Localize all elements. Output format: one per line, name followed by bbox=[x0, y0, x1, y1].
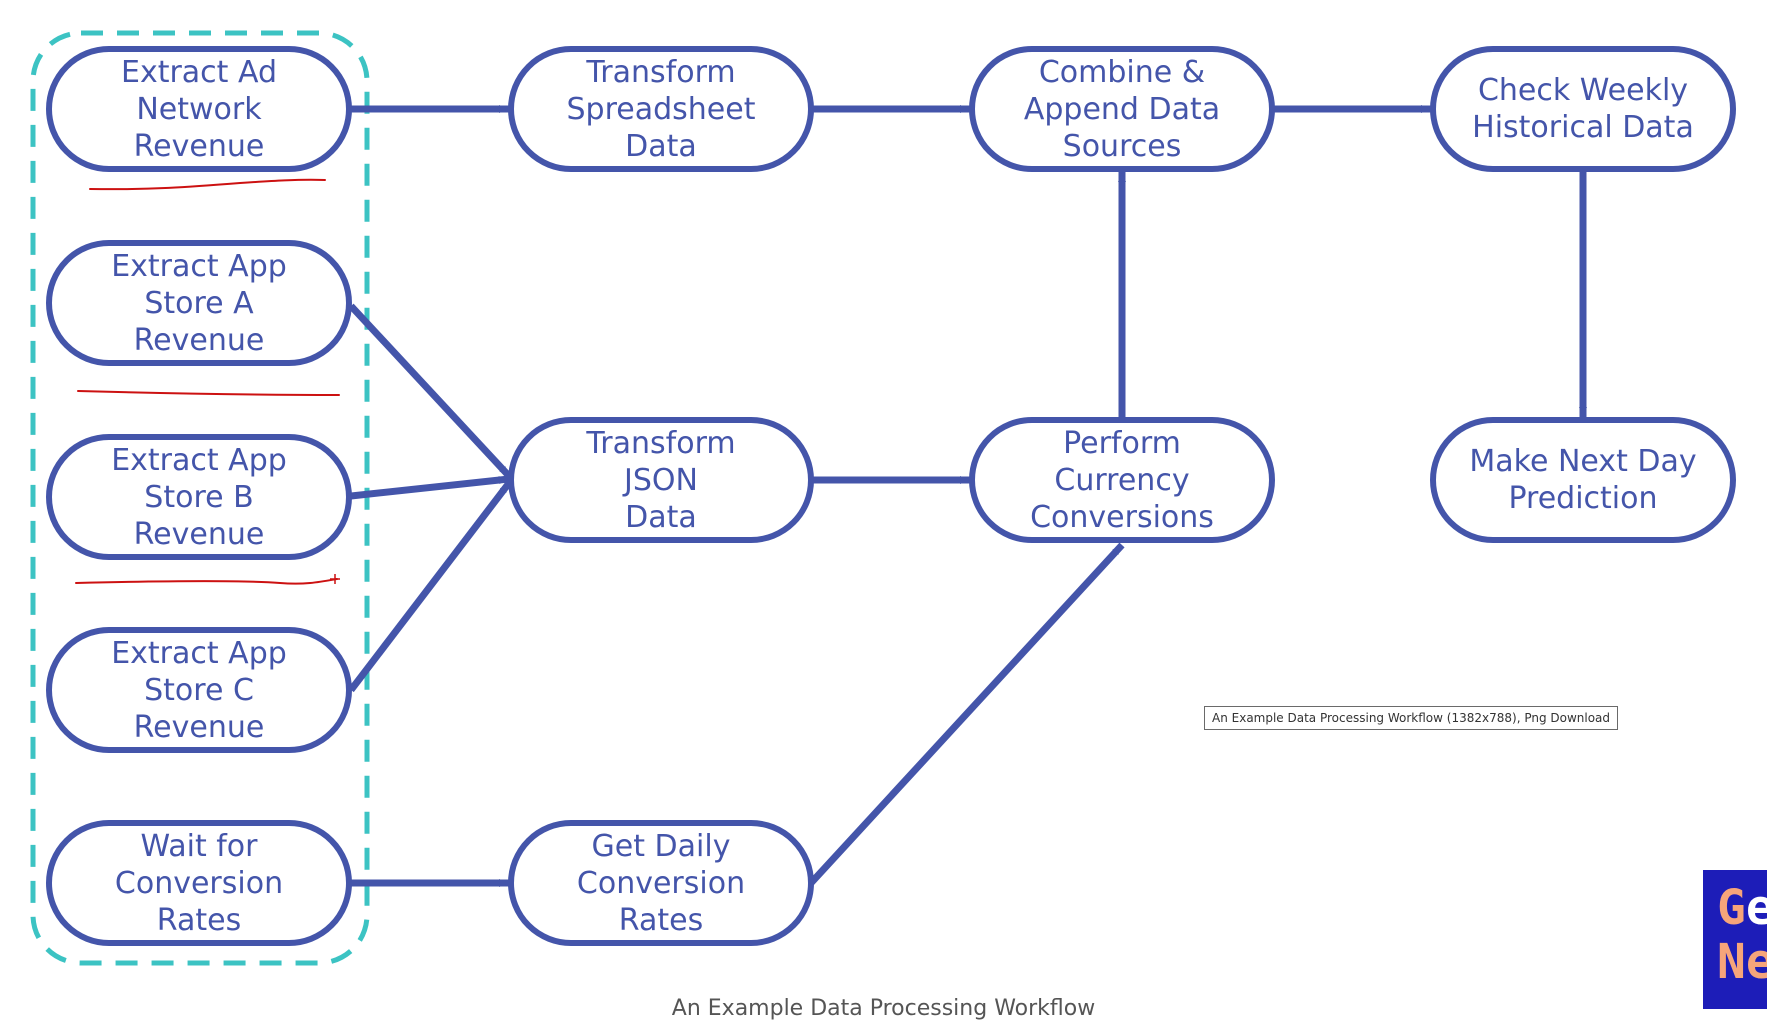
node-check-weekly-historical bbox=[1430, 46, 1736, 172]
edge-extract-app-store-a-to-transform-json bbox=[348, 303, 512, 479]
edge-get-daily-conversion-rates-to-perform-currency-conversions bbox=[808, 542, 1125, 886]
annotation-underline-1 bbox=[89, 178, 326, 191]
node-get-daily-conversion-rates bbox=[508, 820, 814, 946]
node-transform-spreadsheet bbox=[508, 46, 814, 172]
badge-letter-e: e bbox=[1745, 880, 1767, 936]
node-combine-append bbox=[969, 46, 1275, 172]
annotation-underline-3 bbox=[75, 578, 338, 585]
badge-line-2: Ne bbox=[1717, 934, 1767, 990]
input-stage-group-outline bbox=[30, 30, 370, 966]
node-transform-json bbox=[508, 417, 814, 543]
node-make-next-day-prediction bbox=[1430, 417, 1736, 543]
figure-caption: An Example Data Processing Workflow bbox=[671, 996, 1096, 1021]
edge-extract-app-store-b-to-transform-json bbox=[350, 475, 510, 500]
node-extract-app-store-b bbox=[46, 434, 352, 560]
node-extract-app-store-c bbox=[46, 627, 352, 753]
site-logo-badge: Ge Ne bbox=[1703, 870, 1767, 1009]
image-tooltip: An Example Data Processing Workflow (138… bbox=[1204, 706, 1619, 730]
node-extract-app-store-a bbox=[46, 240, 352, 366]
annotation-cursor-mark bbox=[330, 574, 340, 584]
node-perform-currency-conversions bbox=[969, 417, 1275, 543]
badge-letter-g: G bbox=[1717, 880, 1746, 936]
edge-extract-app-store-c-to-transform-json bbox=[348, 480, 512, 693]
node-wait-for-conversion-rates bbox=[46, 820, 352, 946]
node-extract-ad-network bbox=[46, 46, 352, 172]
annotation-underline-2 bbox=[77, 390, 340, 396]
